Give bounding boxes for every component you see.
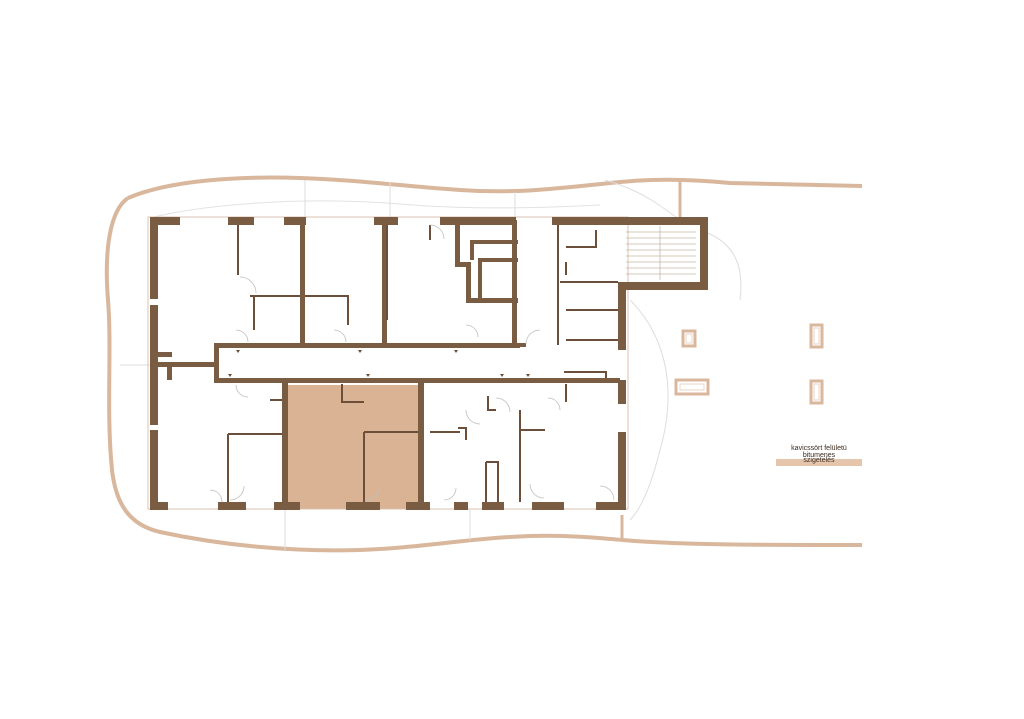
roof-note: kavicssört felületü bitumenes szigetelés bbox=[776, 445, 862, 466]
level-markers bbox=[228, 350, 530, 377]
skylight-icon bbox=[674, 323, 824, 405]
guide-lines bbox=[120, 179, 742, 550]
highlighted-unit bbox=[287, 385, 419, 509]
skylight-inner bbox=[679, 327, 820, 401]
roof-note-line1: kavicssört felületü bitumenes bbox=[776, 445, 862, 459]
stair-icon bbox=[626, 226, 696, 280]
partitions bbox=[227, 225, 618, 502]
walls bbox=[150, 217, 708, 510]
door-swing-icon bbox=[209, 224, 615, 503]
slab-outline bbox=[104, 175, 863, 553]
roof-note-line2: szigetelés bbox=[803, 457, 835, 464]
